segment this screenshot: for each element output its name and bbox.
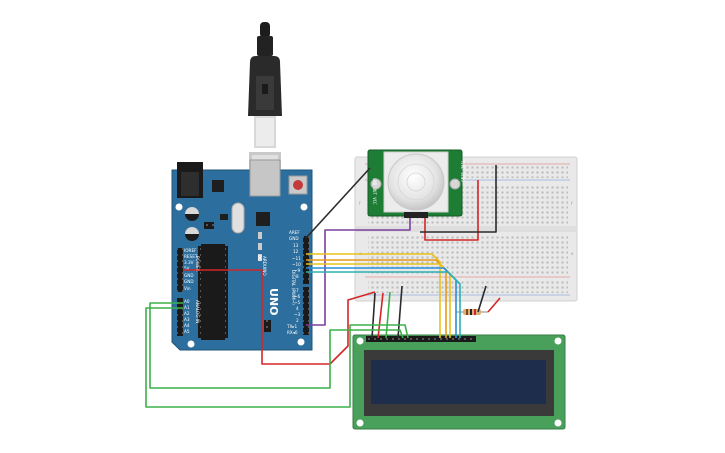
analog-header: A0 A1 A2 A3 A4 A5 [184, 299, 190, 334]
pin-label: A3 [184, 317, 190, 322]
pir-sensor[interactable]: GND OUT VCC TIME SENS [367, 149, 465, 218]
wire-black-rail [420, 165, 497, 233]
pin-label: 3.3V [184, 260, 194, 265]
lcd-pin-header [366, 336, 476, 342]
pin-label: ~3 [294, 312, 301, 317]
wire-teal [306, 271, 461, 338]
resistor-icon[interactable] [456, 309, 488, 315]
pin-label: A1 [184, 305, 190, 310]
svg-text:e: e [571, 251, 574, 256]
lcd-16x2[interactable] [352, 334, 566, 430]
pin-label: 2 [296, 318, 299, 323]
pin-label: A4 [184, 323, 190, 328]
wire-yellow [306, 253, 441, 338]
wire-purple [306, 218, 411, 326]
lcd-screen [371, 360, 546, 404]
pir-right-label: TIME SENS [460, 160, 465, 182]
pin-label: 7 [296, 288, 299, 293]
board-maker-label: ARDUINO [262, 256, 267, 276]
wire-red-res [487, 297, 501, 313]
pin-label: AREF [289, 230, 300, 235]
pin-label: GND [184, 279, 194, 284]
pin-label: 12 [293, 249, 299, 254]
pin-label: 5V [184, 266, 190, 271]
wire-green-1 [149, 302, 404, 389]
pin-label: ~6 [294, 294, 301, 299]
svg-text:f: f [359, 201, 361, 206]
board-brand-label: UNO [267, 288, 280, 316]
digital-label: DIGITAL (PWM~) [291, 270, 296, 305]
pin-label: ~10 [292, 262, 301, 267]
pin-label: GND [289, 236, 299, 241]
pin-label: 13 [293, 243, 299, 248]
svg-text:∞: ∞ [254, 254, 264, 262]
pin-label: ~5 [294, 300, 301, 305]
pir-lens-icon [387, 153, 445, 211]
pin-label: IOREF [184, 248, 197, 253]
pin-label: RESET [184, 254, 198, 259]
pin-label: Vin [184, 286, 191, 291]
pin-label: TX▸1 [286, 324, 298, 329]
digital-header-bottom: 7 ~6 ~5 4 ~3 2 TX▸1 RX◂0 [286, 288, 301, 335]
wire-green-lcd [385, 291, 391, 339]
pin-label: A0 [184, 299, 190, 304]
svg-text:f: f [571, 201, 573, 206]
wire-red-pir [424, 180, 479, 241]
pin-label: ~9 [294, 268, 301, 273]
reset-button-icon[interactable] [288, 175, 308, 195]
pin-label: A2 [184, 311, 190, 316]
wire-black-lcd3 [477, 285, 487, 313]
wire-green-2 [145, 307, 409, 408]
pin-label: 4 [296, 306, 299, 311]
pin-label: RX◂0 [287, 330, 298, 335]
power-label: POWER [195, 256, 200, 272]
pin-label: ~11 [292, 256, 301, 261]
pir-left-label: GND OUT VCC [372, 178, 377, 205]
pin-label: GND [184, 273, 194, 278]
wires [145, 165, 501, 408]
power-header: IOREF RESET 3.3V 5V GND GND Vin [184, 248, 198, 291]
pin-label: A5 [184, 329, 190, 334]
analog-label: ANALOG IN [195, 300, 200, 323]
digital-header-top: AREF GND 13 12 ~11 ~10 ~9 8 [289, 230, 301, 279]
arduino-uno-board[interactable]: ∞ UNO ARDUINO DIGITAL (PWM~) ANALOG IN P… [171, 159, 313, 351]
wire-black [305, 167, 371, 239]
pin-label: 8 [296, 274, 299, 279]
